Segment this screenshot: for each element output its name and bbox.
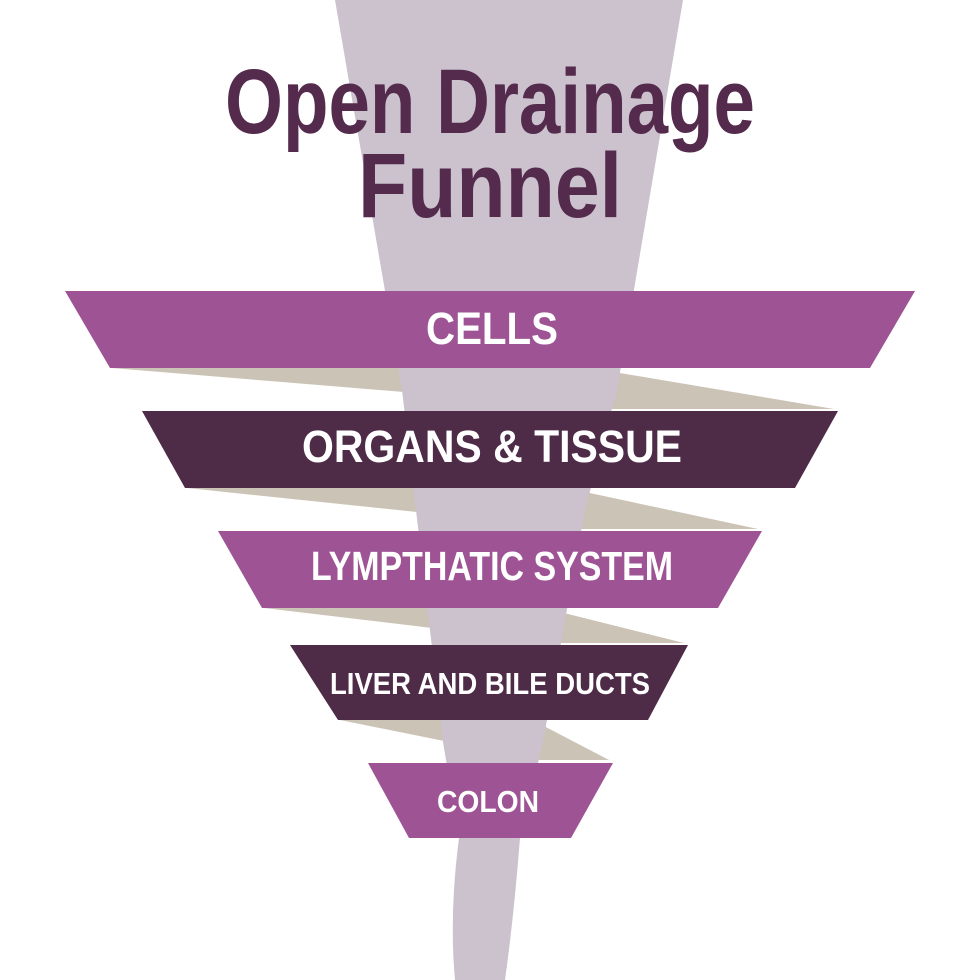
page-title: Open Drainage Funnel	[225, 51, 755, 237]
funnel-tiers	[65, 291, 915, 838]
tier-bar-cells	[65, 291, 915, 368]
funnel-body-shape	[335, 0, 683, 980]
tier-label-liver-bile-ducts: LIVER AND BILE DUCTS	[330, 666, 650, 701]
funnel-tier-labels: CELLS ORGANS & TISSUE LYMPTHATIC SYSTEM …	[302, 303, 682, 819]
page-title-line1: Open Drainage	[225, 51, 755, 153]
tier-bar-organs-tissue	[142, 411, 838, 488]
tier-label-cells: CELLS	[426, 303, 558, 354]
tier-label-organs-tissue: ORGANS & TISSUE	[302, 421, 682, 472]
tier-bar-lymphatic-system	[218, 531, 762, 608]
tier-bar-liver-bile-ducts	[290, 645, 688, 720]
tier-label-colon: COLON	[437, 784, 539, 819]
page-title-line2: Funnel	[358, 135, 622, 237]
tier-label-lymphatic-system: LYMPTHATIC SYSTEM	[311, 543, 673, 589]
tier-bar-colon	[368, 763, 613, 838]
